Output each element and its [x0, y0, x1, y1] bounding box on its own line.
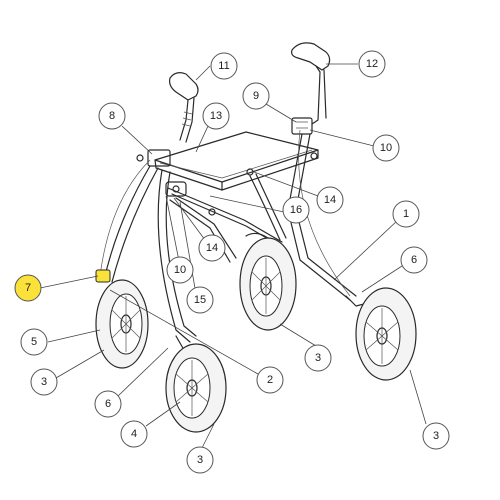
callout-3-mid-right-label: 3	[315, 352, 321, 364]
left-rear-wheel	[95, 279, 149, 369]
callout-12-label: 12	[366, 58, 378, 70]
callout-14-upper-label: 14	[324, 194, 336, 206]
callout-6-right-label: 6	[411, 254, 417, 266]
callout-10-left-label: 10	[174, 264, 186, 276]
callout-16-label: 16	[290, 204, 302, 216]
callout-11-label: 11	[218, 60, 229, 72]
right-rear-wheel	[239, 232, 297, 331]
brake-cables	[99, 129, 351, 297]
callout-8-label: 8	[109, 110, 115, 122]
callout-16: 16	[282, 196, 310, 224]
callout-15-label: 15	[194, 294, 206, 306]
callout-7-label: 7	[25, 282, 31, 294]
callout-10-right: 10	[372, 134, 400, 162]
callout-3-right: 3	[422, 422, 450, 450]
callout-14-lower-label: 14	[206, 242, 218, 254]
callout-8: 8	[98, 102, 126, 130]
callout-3-left-label: 3	[41, 376, 47, 388]
callout-1-label: 1	[403, 208, 409, 220]
callout-14-upper: 14	[316, 186, 344, 214]
callout-2-label: 2	[267, 374, 273, 386]
callout-10-right-label: 10	[380, 142, 392, 154]
callout-7-highlighted: 7	[14, 274, 42, 302]
right-handle	[291, 42, 331, 125]
callout-6-right: 6	[400, 246, 428, 274]
rollator-drawing	[95, 42, 417, 433]
callout-5-label: 5	[31, 336, 37, 348]
callout-14-lower: 14	[198, 234, 226, 262]
callout-9: 9	[242, 82, 270, 110]
callout-2: 2	[256, 366, 284, 394]
callout-3-mid-right: 3	[304, 344, 332, 372]
callout-10-left: 10	[166, 256, 194, 284]
right-frame	[246, 133, 357, 301]
callout-5: 5	[20, 328, 48, 356]
callout-3-left: 3	[30, 368, 58, 396]
callout-labels: 11 12 9 8 13 10 14 16	[14, 50, 450, 474]
left-height-clamp	[136, 149, 171, 167]
callout-6-left-label: 6	[105, 398, 111, 410]
front-left-wheel	[165, 335, 227, 433]
left-handle	[169, 72, 199, 143]
right-height-clamp	[291, 117, 313, 135]
leader-lines	[39, 63, 427, 449]
callout-4: 4	[120, 420, 148, 448]
callout-13-label: 13	[210, 110, 222, 122]
callout-3-bottom-label: 3	[197, 454, 203, 466]
callout-15: 15	[186, 286, 214, 314]
callout-3-right-label: 3	[433, 430, 439, 442]
brake-unit	[95, 269, 111, 283]
callout-12: 12	[358, 50, 386, 78]
callout-9-label: 9	[253, 90, 259, 102]
callout-1: 1	[392, 200, 420, 228]
callout-4-label: 4	[131, 428, 137, 440]
callout-11: 11	[210, 52, 238, 80]
seat-panel	[154, 131, 319, 191]
front-right-wheel	[345, 287, 417, 381]
callout-13: 13	[202, 102, 230, 130]
callout-6-left: 6	[94, 390, 122, 418]
left-frame	[103, 165, 197, 343]
callout-3-bottom: 3	[186, 446, 214, 474]
